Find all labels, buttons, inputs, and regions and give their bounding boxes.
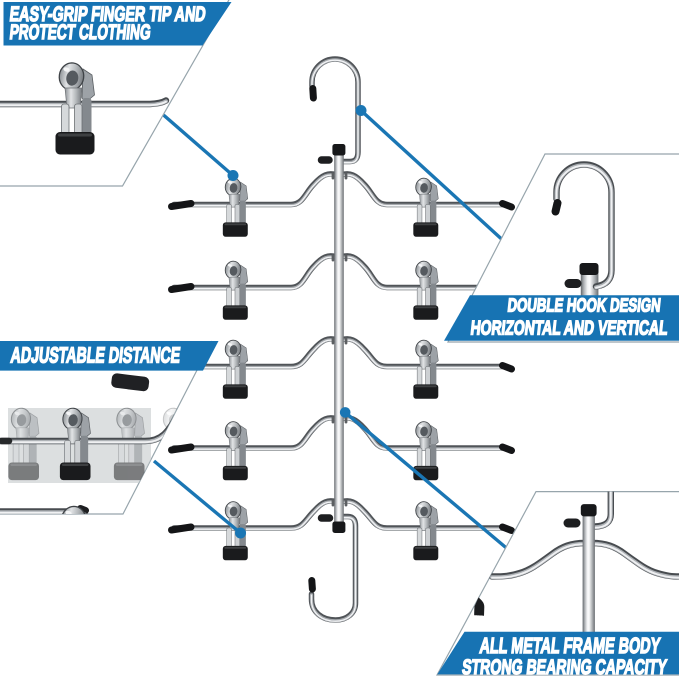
svg-text:ALL METAL FRAME BODY: ALL METAL FRAME BODY bbox=[478, 633, 661, 658]
svg-text:EASY-GRIP FINGER TIP AND: EASY-GRIP FINGER TIP AND bbox=[8, 3, 206, 26]
svg-text:HORIZONTAL AND VERTICAL: HORIZONTAL AND VERTICAL bbox=[469, 318, 668, 340]
svg-text:PROTECT CLOTHING: PROTECT CLOTHING bbox=[8, 21, 151, 44]
svg-text:DOUBLE HOOK DESIGN: DOUBLE HOOK DESIGN bbox=[506, 296, 661, 317]
svg-text:ADJUSTABLE DISTANCE: ADJUSTABLE DISTANCE bbox=[9, 343, 181, 368]
svg-text:STRONG BEARING CAPACITY: STRONG BEARING CAPACITY bbox=[461, 656, 668, 679]
